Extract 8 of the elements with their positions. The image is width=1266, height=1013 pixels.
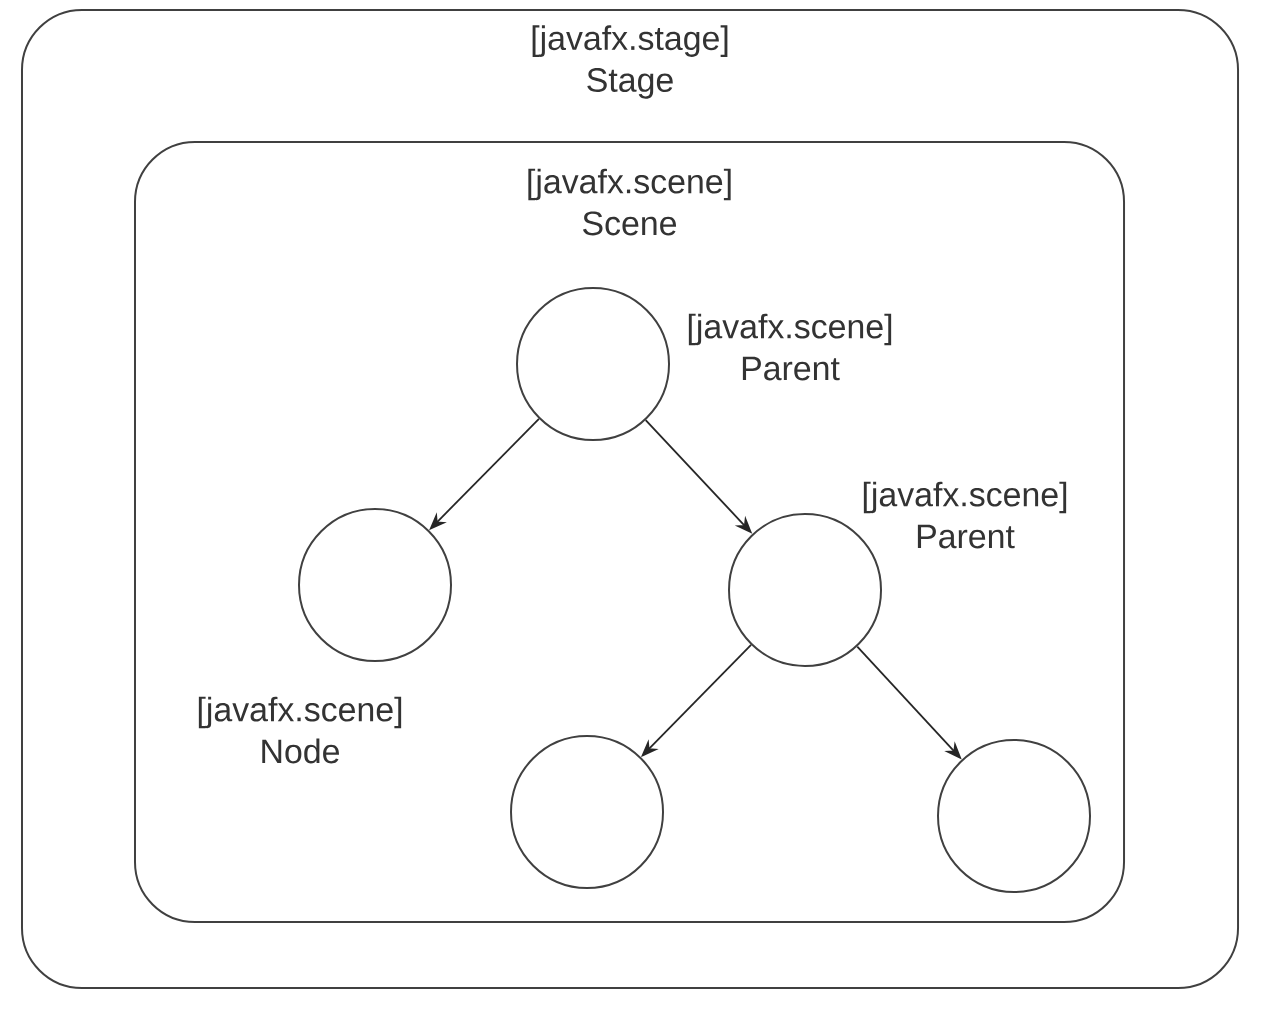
circle-node (298, 508, 452, 662)
node-label: [javafx.scene] Parent (688, 313, 892, 381)
node-label: [javafx.scene] Node (198, 696, 402, 764)
node-label: [javafx.scene] Parent (863, 481, 1067, 549)
circle-node (937, 739, 1091, 893)
circle-node (728, 513, 882, 667)
circle-node (516, 287, 670, 441)
circle-node (510, 735, 664, 889)
